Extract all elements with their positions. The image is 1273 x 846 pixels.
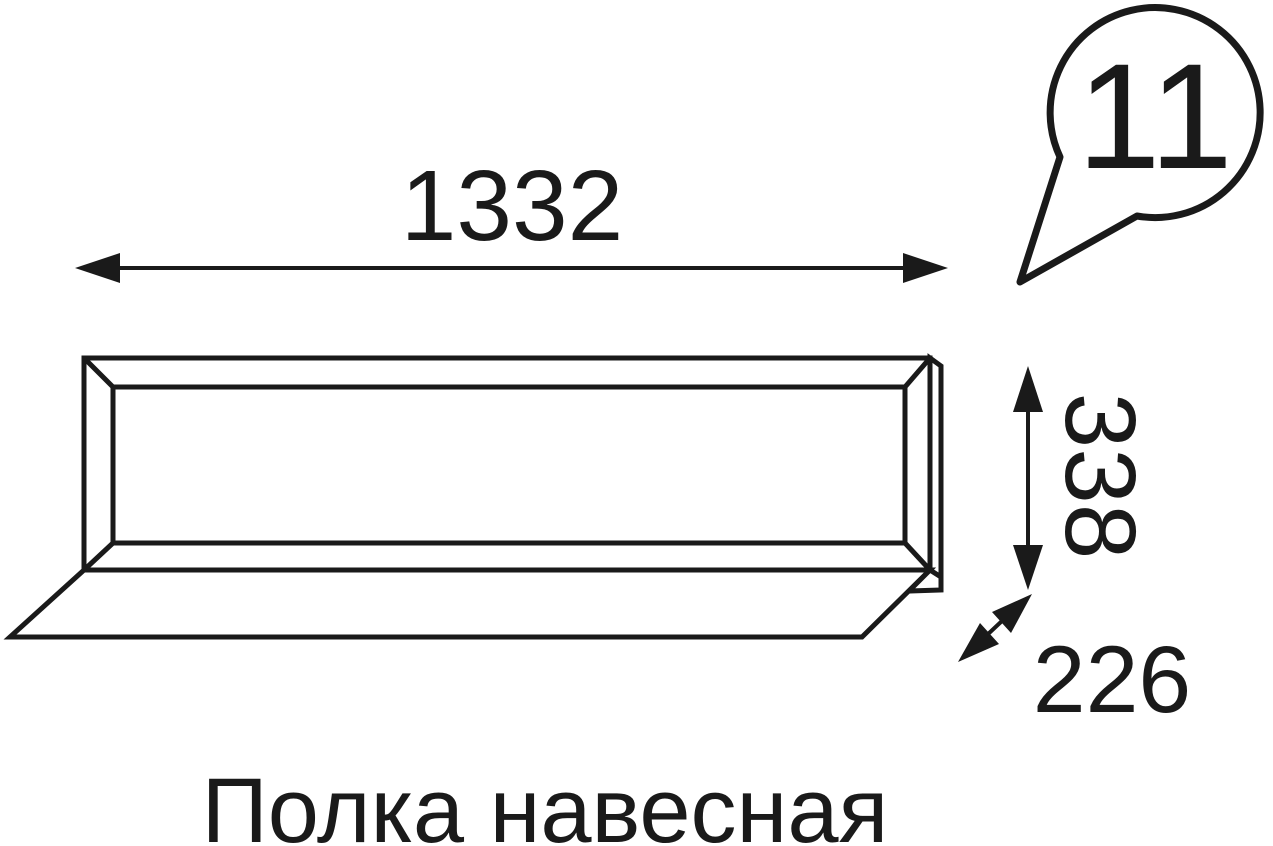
shelf-inner-panel bbox=[110, 384, 908, 546]
depth-dimension-arrow: 226 bbox=[958, 594, 1191, 733]
shelf-right-tab bbox=[902, 566, 944, 594]
height-dimension-label: 338 bbox=[1044, 393, 1156, 560]
callout-number: 11 bbox=[1077, 32, 1233, 200]
shelf-drawing bbox=[3, 353, 944, 640]
bevel-line-top-right bbox=[903, 356, 932, 389]
bevel-line-top-left bbox=[82, 356, 115, 389]
arrowhead-left-icon bbox=[75, 253, 120, 283]
arrowhead-up-icon bbox=[1013, 366, 1043, 412]
height-dimension-arrow: 338 bbox=[1013, 366, 1156, 590]
arrowhead-down-left-icon bbox=[958, 623, 999, 662]
width-dimension-arrow: 1332 bbox=[75, 150, 948, 283]
callout-balloon-shape bbox=[1016, 4, 1264, 286]
width-dimension-label: 1332 bbox=[401, 150, 623, 262]
bevel-line-bottom-right bbox=[903, 541, 932, 572]
arrowhead-down-icon bbox=[1013, 545, 1043, 590]
caption-title: Полка навесная bbox=[202, 760, 889, 846]
bevel-line-bottom-left bbox=[82, 541, 115, 572]
callout-bubble: 11 bbox=[1016, 4, 1264, 286]
arrowhead-right-icon bbox=[903, 253, 948, 283]
shelf-right-side-panel bbox=[927, 353, 944, 583]
arrowhead-up-right-icon bbox=[992, 594, 1032, 633]
shelf-bottom-slab bbox=[3, 567, 937, 640]
depth-dimension-label: 226 bbox=[1033, 627, 1192, 733]
